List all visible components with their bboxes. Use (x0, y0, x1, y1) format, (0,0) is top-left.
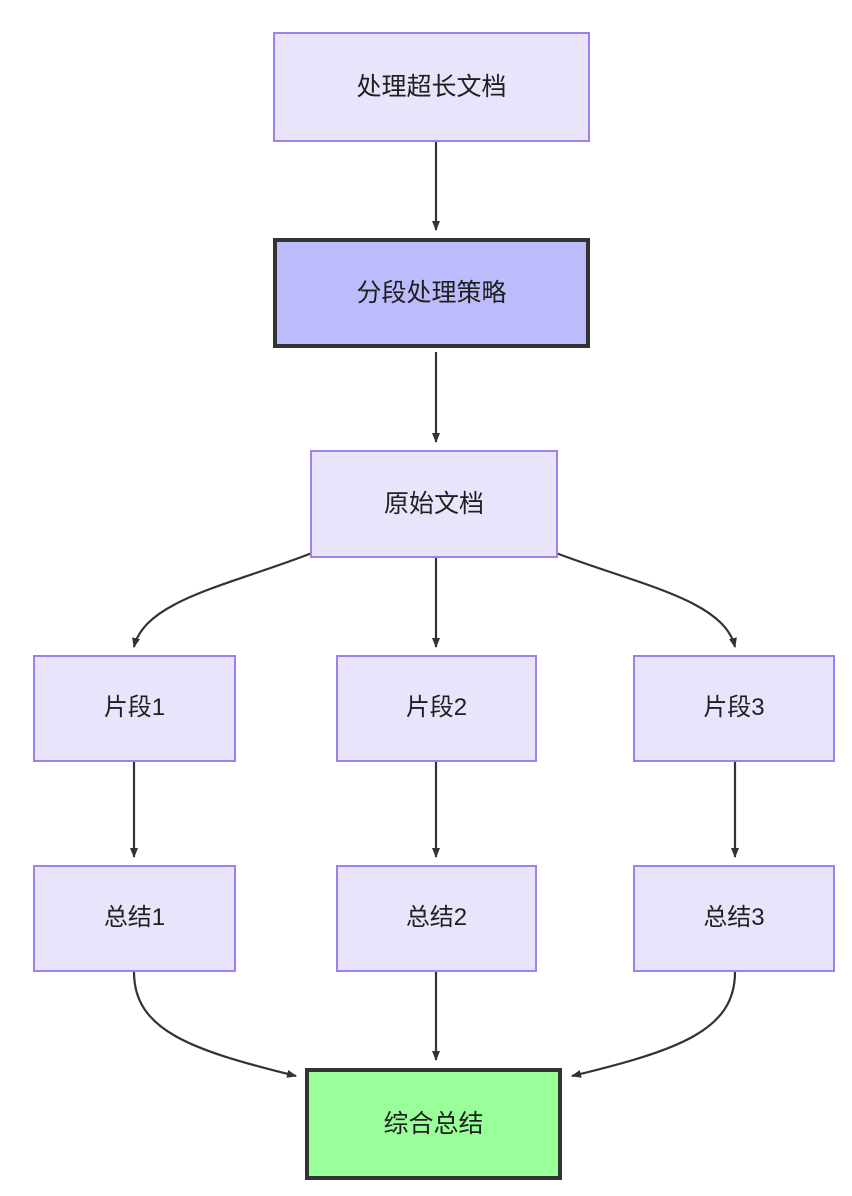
node-chunk-1[interactable]: 片段1 (33, 655, 236, 762)
node-label: 片段1 (103, 694, 166, 722)
node-label: 分段处理策略 (356, 279, 507, 307)
node-label: 处理超长文档 (356, 73, 507, 101)
node-process-long-document[interactable]: 处理超长文档 (273, 32, 590, 142)
node-label: 总结1 (103, 904, 166, 932)
node-summary-1[interactable]: 总结1 (33, 865, 236, 972)
node-summary-2[interactable]: 总结2 (336, 865, 537, 972)
edge-source-to-chunk3 (555, 551, 737, 648)
node-summary-3[interactable]: 总结3 (633, 865, 835, 972)
node-chunking-strategy[interactable]: 分段处理策略 (273, 238, 590, 348)
node-label: 原始文档 (383, 490, 484, 518)
edge-summary1-to-final (132, 971, 297, 1078)
node-source-document[interactable]: 原始文档 (310, 450, 558, 558)
node-label: 综合总结 (383, 1110, 484, 1138)
node-label: 片段2 (405, 694, 468, 722)
edge-summary3-to-final (571, 971, 737, 1078)
node-chunk-3[interactable]: 片段3 (633, 655, 835, 762)
node-chunk-2[interactable]: 片段2 (336, 655, 537, 762)
edge-source-to-chunk1 (132, 551, 313, 648)
node-label: 总结2 (405, 904, 468, 932)
node-combined-summary[interactable]: 综合总结 (305, 1068, 562, 1180)
node-label: 总结3 (703, 904, 765, 932)
node-label: 片段3 (703, 694, 765, 722)
